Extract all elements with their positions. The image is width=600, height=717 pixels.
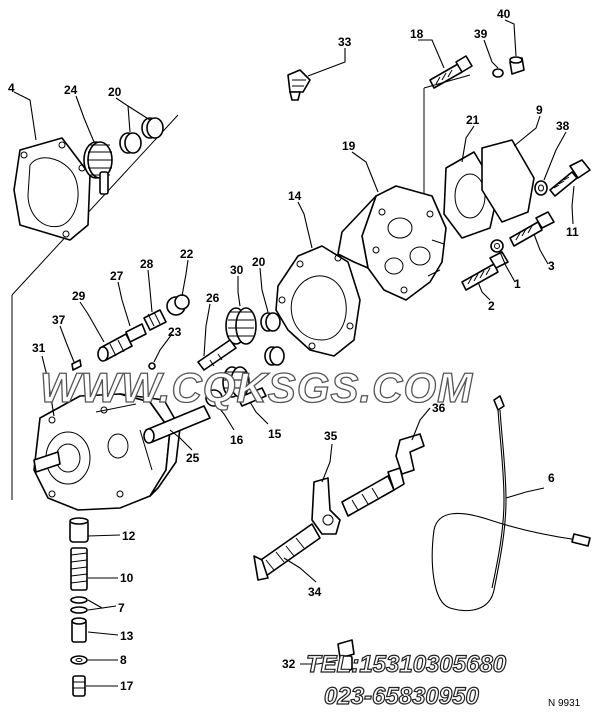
callout-15: 15 bbox=[268, 427, 282, 441]
callout-24: 24 bbox=[64, 83, 78, 97]
drive-gear bbox=[83, 141, 113, 195]
callout-10: 10 bbox=[120, 571, 134, 585]
bushing-pair-upper bbox=[119, 117, 164, 154]
plug-17 bbox=[72, 675, 86, 697]
bushing-pair-lower bbox=[260, 312, 285, 366]
callout-labels: 33 18 39 40 4 24 20 21 9 38 19 11 14 3 2… bbox=[8, 7, 579, 693]
leader-lines bbox=[13, 19, 575, 687]
callout-26: 26 bbox=[206, 291, 220, 305]
flexible-hose bbox=[253, 523, 321, 581]
callout-3: 3 bbox=[548, 259, 555, 273]
figure-reference: N 9931 bbox=[548, 698, 581, 709]
valve-plunger-13 bbox=[71, 617, 87, 643]
cap-part-22 bbox=[166, 294, 190, 316]
callout-36: 36 bbox=[432, 401, 446, 415]
callout-6: 6 bbox=[548, 471, 555, 485]
pump-gear-lower bbox=[222, 366, 250, 398]
callout-22: 22 bbox=[180, 247, 194, 261]
callout-23: 23 bbox=[168, 325, 182, 339]
body-gasket bbox=[275, 245, 361, 357]
cap-screw-2 bbox=[461, 251, 509, 291]
watermark-phone: 023-65830950 bbox=[324, 683, 479, 710]
spacer-16 bbox=[205, 389, 223, 407]
callout-7: 7 bbox=[118, 601, 125, 615]
left-panel-outline bbox=[11, 114, 179, 500]
o-ring-washer bbox=[492, 68, 504, 78]
valve-cap-12 bbox=[69, 517, 89, 543]
callout-34: 34 bbox=[308, 585, 322, 599]
watermark-site: WWW.CQKSGS.COM bbox=[40, 364, 473, 412]
callout-33: 33 bbox=[338, 35, 352, 49]
o-ring-7 bbox=[70, 596, 88, 614]
tube-line bbox=[431, 395, 591, 612]
main-pump-housing bbox=[33, 393, 181, 511]
callout-4: 4 bbox=[8, 81, 15, 95]
cover-plate bbox=[481, 139, 535, 223]
callout-14: 14 bbox=[288, 189, 302, 203]
callout-2: 2 bbox=[488, 299, 495, 313]
callout-38: 38 bbox=[556, 119, 570, 133]
callout-28: 28 bbox=[140, 257, 154, 271]
dowel-pin-37 bbox=[71, 359, 82, 371]
callout-30: 30 bbox=[230, 263, 244, 277]
callout-29: 29 bbox=[72, 289, 86, 303]
callout-32: 32 bbox=[282, 657, 296, 671]
callout-19: 19 bbox=[342, 139, 356, 153]
callout-21: 21 bbox=[466, 113, 480, 127]
elbow-fitting-36 bbox=[395, 433, 425, 475]
callout-27: 27 bbox=[110, 269, 124, 283]
housing-panel-outline bbox=[423, 74, 471, 200]
callout-9: 9 bbox=[536, 103, 543, 117]
callout-17: 17 bbox=[120, 679, 134, 693]
callout-12: 12 bbox=[122, 529, 136, 543]
elbow-fitting bbox=[287, 69, 311, 101]
callout-20-lower: 20 bbox=[252, 255, 266, 269]
long-bolt bbox=[429, 55, 473, 89]
clamp-bracket bbox=[311, 477, 341, 535]
callout-20-upper: 20 bbox=[108, 85, 122, 99]
callout-16: 16 bbox=[230, 433, 244, 447]
callout-8: 8 bbox=[120, 653, 127, 667]
callout-40: 40 bbox=[497, 7, 511, 21]
callout-35: 35 bbox=[324, 429, 338, 443]
callout-11: 11 bbox=[566, 225, 579, 239]
regulator-piston-29 bbox=[97, 333, 133, 362]
callout-18: 18 bbox=[410, 27, 424, 41]
washer bbox=[534, 180, 548, 196]
cap-screw-upper bbox=[549, 159, 591, 197]
callout-25: 25 bbox=[186, 451, 200, 465]
spring-28 bbox=[143, 309, 167, 331]
valve-spring-10 bbox=[70, 547, 88, 591]
bolt-32 bbox=[337, 639, 355, 671]
pump-gear-upper bbox=[225, 307, 257, 345]
watermark-tel: TEL:15310305680 bbox=[306, 651, 507, 678]
pump-body bbox=[337, 185, 447, 301]
drive-shaft bbox=[197, 339, 237, 371]
callout-37: 37 bbox=[52, 313, 66, 327]
key-23 bbox=[148, 362, 156, 370]
callout-1: 1 bbox=[514, 277, 521, 291]
shaft-15 bbox=[237, 387, 267, 407]
washer-8 bbox=[70, 655, 88, 665]
callout-39: 39 bbox=[474, 27, 488, 41]
cover-gasket bbox=[13, 137, 91, 241]
callout-13: 13 bbox=[120, 629, 134, 643]
cap-screw-3 bbox=[509, 211, 555, 247]
idler-shaft-25 bbox=[143, 405, 211, 444]
lock-washer bbox=[490, 239, 504, 253]
hose-segment-upper bbox=[341, 467, 405, 517]
callout-31: 31 bbox=[32, 341, 46, 355]
pipe-plug bbox=[509, 56, 525, 75]
